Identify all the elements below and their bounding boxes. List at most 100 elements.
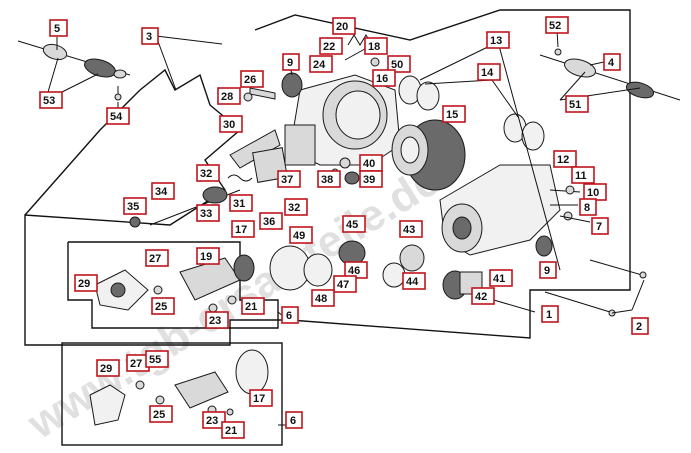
svg-text:29: 29 [100,363,112,375]
right-drive-shaft [539,48,681,101]
part-label-17-upper: 17 [231,220,255,238]
part-label-38: 38 [317,170,341,188]
svg-text:14: 14 [481,67,494,79]
part-label-20: 20 [332,17,356,35]
part-label-35: 35 [123,197,147,215]
part-label-34: 34 [151,182,175,200]
svg-text:27: 27 [149,253,161,265]
part-label-6-lower: 6 [285,411,303,429]
main-assembly-outline [24,9,631,346]
svg-text:26: 26 [244,74,256,86]
svg-text:21: 21 [245,301,257,313]
svg-text:16: 16 [376,73,388,85]
part-label-27-upper: 27 [145,249,169,267]
svg-text:3: 3 [146,31,152,43]
part-label-14: 14 [477,63,501,81]
part-label-50: 50 [387,55,411,73]
svg-text:45: 45 [346,219,358,231]
svg-text:41: 41 [493,273,505,285]
svg-text:13: 13 [490,35,502,47]
lower-coupling-parts [89,349,269,426]
part-label-7: 7 [591,217,609,235]
part-label-53: 53 [39,91,63,109]
svg-text:48: 48 [315,293,327,305]
part-label-12: 12 [553,150,577,168]
svg-text:44: 44 [406,276,419,288]
svg-text:28: 28 [221,91,233,103]
part-label-5: 5 [49,19,68,37]
svg-text:25: 25 [153,409,165,421]
svg-text:39: 39 [363,174,375,186]
svg-text:19: 19 [200,251,212,263]
right-housing-bolts [549,185,591,223]
part-label-48: 48 [311,289,335,307]
part-label-16: 16 [372,69,396,87]
svg-text:25: 25 [155,301,167,313]
part-label-6-upper: 6 [281,306,299,324]
svg-text:47: 47 [337,279,349,291]
svg-text:51: 51 [569,99,581,111]
svg-text:5: 5 [54,23,60,35]
svg-text:12: 12 [557,154,569,166]
part-label-40: 40 [359,154,383,172]
housing-left-half [284,74,401,166]
part-label-43: 43 [399,220,423,238]
part-label-19: 19 [196,247,220,265]
svg-text:43: 43 [403,224,415,236]
svg-text:18: 18 [368,41,380,53]
svg-text:42: 42 [475,291,487,303]
svg-text:17: 17 [235,224,247,236]
part-label-37: 37 [277,170,301,188]
part-label-42: 42 [471,287,495,305]
svg-text:1: 1 [546,309,552,321]
part-label-9-lower: 9 [539,261,557,279]
svg-text:21: 21 [225,425,237,437]
part-label-9: 9 [282,53,300,71]
part-label-17-lower: 17 [249,389,273,407]
svg-text:24: 24 [313,59,326,71]
svg-text:15: 15 [446,109,458,121]
svg-text:36: 36 [263,216,275,228]
part-label-51: 51 [565,95,589,113]
svg-text:7: 7 [596,221,602,233]
part-label-30: 30 [219,115,243,133]
part-label-44: 44 [402,272,426,290]
ring-gear [391,119,466,191]
svg-text:9: 9 [287,57,293,69]
svg-text:11: 11 [575,170,587,182]
part-label-21-lower: 21 [221,421,245,439]
svg-text:38: 38 [321,174,333,186]
part-label-21-upper: 21 [241,297,265,315]
part-label-49: 49 [289,226,313,244]
part-label-28: 28 [217,87,241,105]
part-label-11: 11 [571,166,595,184]
svg-text:55: 55 [149,354,161,366]
part-label-27-lower: 27 [126,354,150,372]
svg-text:33: 33 [200,208,212,220]
shift-mechanism [129,129,288,228]
svg-text:35: 35 [127,201,139,213]
svg-text:34: 34 [155,186,168,198]
part-label-55: 55 [145,350,169,368]
svg-text:50: 50 [391,59,403,71]
svg-text:37: 37 [281,174,293,186]
svg-text:32: 32 [288,202,300,214]
svg-text:6: 6 [286,310,292,322]
top-small-parts [243,34,380,102]
upper-coupling-parts [94,240,425,313]
part-label-3: 3 [141,27,159,45]
svg-text:17: 17 [253,393,265,405]
part-label-26: 26 [240,70,264,88]
svg-text:29: 29 [78,278,90,290]
part-labels: 5 53 54 3 9 20 22 18 24 50 16 26 28 30 1… [39,16,649,439]
part-label-29-lower: 29 [96,359,120,377]
part-label-22: 22 [319,37,343,55]
svg-text:53: 53 [43,95,55,107]
part-label-32-upper: 32 [196,164,220,182]
svg-text:54: 54 [110,111,123,123]
svg-text:27: 27 [130,358,142,370]
part-label-18: 18 [364,37,388,55]
part-label-46: 46 [344,261,368,279]
left-outline [24,89,141,216]
